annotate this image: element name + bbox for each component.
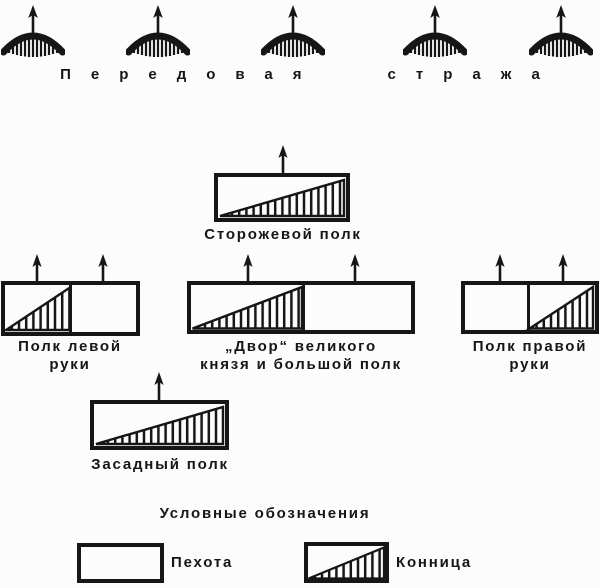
- legend-infantry-label: Пехота: [171, 554, 234, 571]
- right-regiment-box: [461, 281, 599, 334]
- main-regiment-label-line1: „Двор“ великого: [224, 338, 377, 355]
- left-regiment-label-line2: руки: [49, 356, 91, 373]
- right-regiment-label-line2: руки: [509, 356, 551, 373]
- up-arrow-icon: [30, 254, 44, 284]
- up-arrow-icon: [241, 254, 255, 284]
- vanguard-unit-icon: [261, 4, 325, 58]
- left-regiment-label-line1: Полк левой: [18, 338, 122, 355]
- guard-regiment-box: [214, 173, 350, 222]
- vanguard-unit-icon: [529, 4, 593, 58]
- up-arrow-icon: [493, 254, 507, 284]
- cavalry-triangle: [525, 284, 595, 330]
- vanguard-label-word1: Передовая: [60, 66, 322, 83]
- legend-cavalry-box: [304, 542, 389, 583]
- legend-infantry-box: [77, 543, 164, 583]
- right-regiment-label-line1: Полк правой: [472, 338, 588, 355]
- up-arrow-icon: [348, 254, 362, 284]
- main-regiment-label: „Двор“ великого князя и большой полк: [190, 338, 412, 374]
- up-arrow-icon: [276, 145, 290, 175]
- vanguard-label-word2: стража: [387, 66, 560, 83]
- cavalry-triangle: [219, 178, 346, 218]
- vanguard-unit-icon: [403, 4, 467, 58]
- guard-regiment-label: Сторожевой полк: [204, 226, 362, 243]
- up-arrow-icon: [96, 254, 110, 284]
- ambush-regiment-box: [90, 400, 229, 450]
- up-arrow-icon: [556, 254, 570, 284]
- vanguard-unit-icon: [126, 4, 190, 58]
- main-regiment-label-line2: князя и большой полк: [200, 356, 402, 373]
- vanguard-label: Передовая стража: [0, 66, 600, 83]
- cavalry-triangle: [95, 405, 225, 446]
- legend-title: Условные обозначения: [159, 505, 371, 522]
- vanguard-unit-icon: [1, 4, 65, 58]
- left-regiment-box: [1, 281, 140, 336]
- up-arrow-icon: [152, 372, 166, 402]
- left-regiment-label: Полк левой руки: [0, 338, 140, 374]
- cavalry-triangle: [308, 545, 386, 580]
- ambush-regiment-label: Засадный полк: [91, 456, 229, 473]
- right-regiment-label: Полк правой руки: [462, 338, 598, 374]
- main-regiment-box: [187, 281, 415, 334]
- legend-cavalry-label: Конница: [396, 554, 473, 571]
